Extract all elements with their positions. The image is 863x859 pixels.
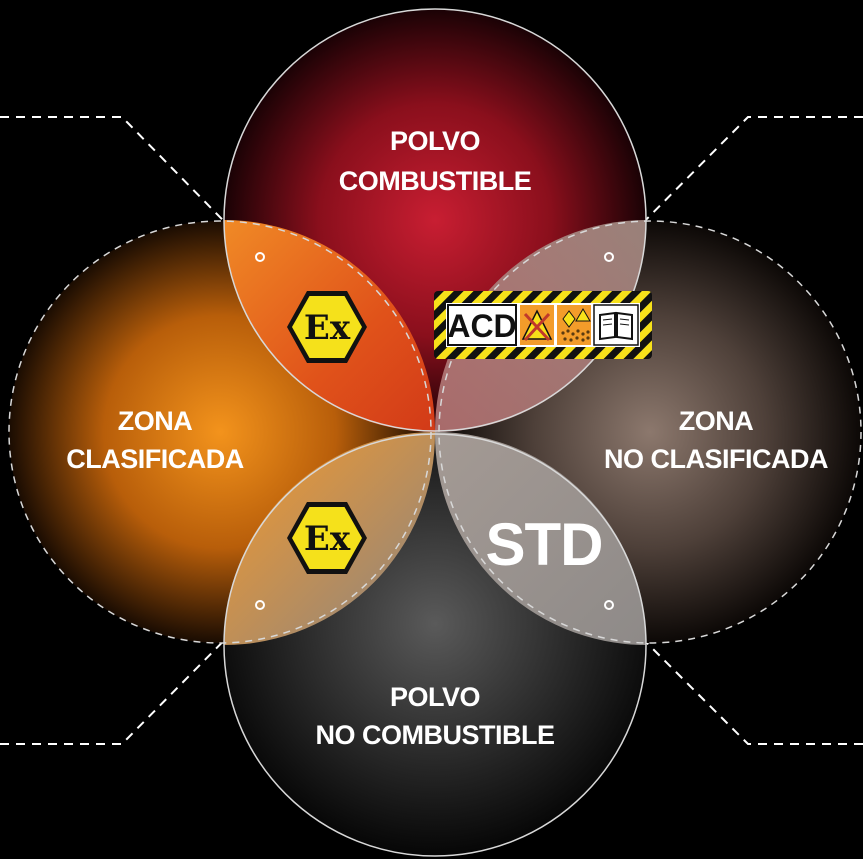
label-polvo-no-combustible-line1: POLVO xyxy=(390,682,480,712)
ex-badge-lower-text: Ex xyxy=(304,519,351,559)
connector-lines xyxy=(0,116,863,745)
explosion-warning-icon xyxy=(520,305,554,345)
label-zona-no-clasificada-line1: ZONA xyxy=(679,406,754,436)
ex-hexagon-icon: Ex xyxy=(287,291,367,363)
connector-bottom-left xyxy=(0,605,259,745)
acd-text: ACD xyxy=(447,308,516,344)
label-zona-no-clasificada-line2: NO CLASIFICADA xyxy=(604,444,828,474)
circle-outlines xyxy=(8,8,862,857)
connector-top-left xyxy=(0,116,259,257)
label-zona-clasificada-line1: ZONA xyxy=(118,406,193,436)
label-zona-clasificada-line2: CLASIFICADA xyxy=(66,444,244,474)
label-polvo-combustible-line2: COMBUSTIBLE xyxy=(339,166,532,196)
connector-top-right xyxy=(609,116,863,257)
ex-badge-upper-text: Ex xyxy=(304,308,351,348)
std-label: STD xyxy=(486,511,603,578)
overlap-bottom-right xyxy=(434,432,647,645)
ex-hexagon-icon: Ex xyxy=(287,502,367,574)
dust-warning-icon xyxy=(557,305,591,345)
label-polvo-no-combustible-line2: NO COMBUSTIBLE xyxy=(316,720,555,750)
label-polvo-combustible-line1: POLVO xyxy=(390,126,480,156)
manual-book-icon xyxy=(593,304,639,346)
connector-bottom-right xyxy=(609,605,863,745)
connector-dots xyxy=(255,252,614,610)
acd-label: ACD xyxy=(434,291,652,359)
